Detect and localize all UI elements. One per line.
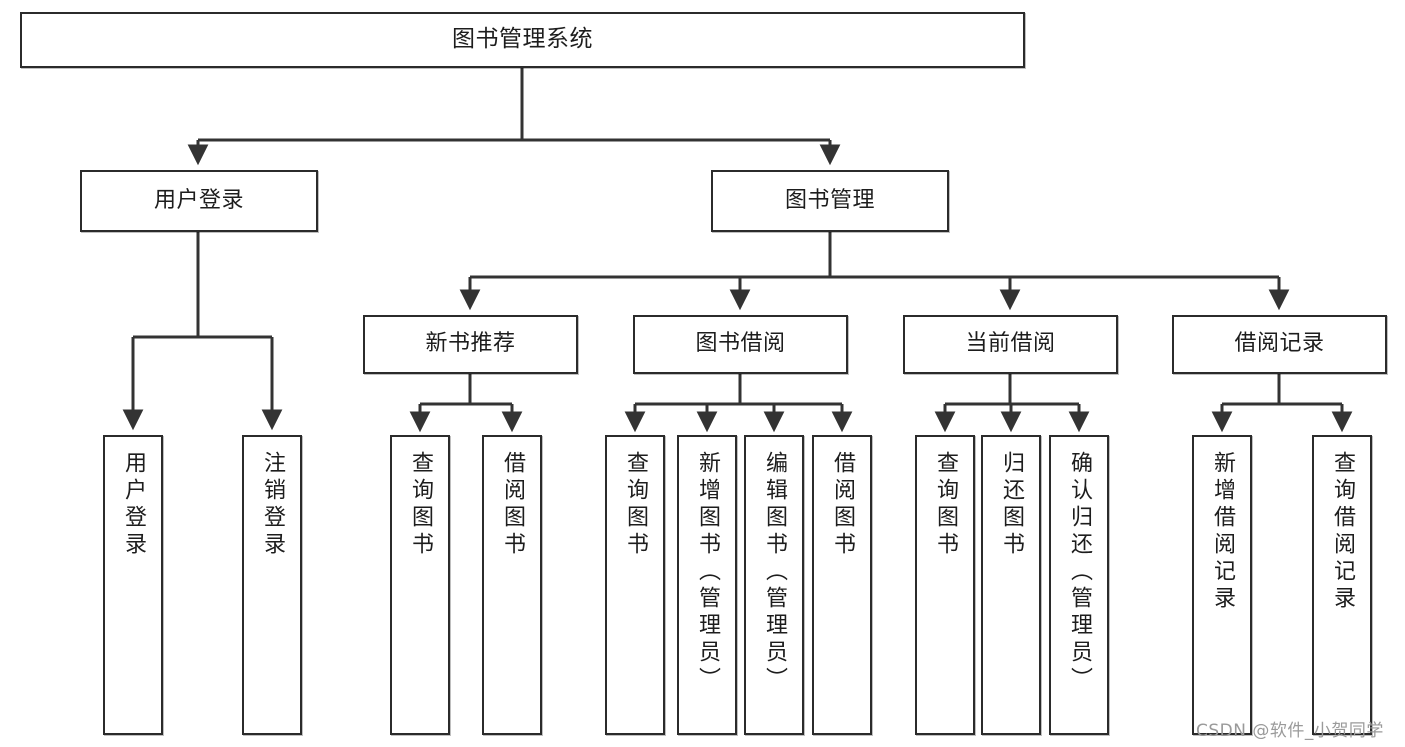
node-label: 图书管理	[784, 187, 875, 213]
node-borrow-record[interactable]: 借阅记录	[1172, 315, 1387, 374]
node-new-book-recommend[interactable]: 新书推荐	[363, 315, 578, 374]
node-current-borrow[interactable]: 当前借阅	[903, 315, 1118, 374]
watermark-text: CSDN @软件_小贺同学	[1196, 721, 1384, 741]
node-label: 注销登录	[260, 451, 285, 559]
leaf-new-book-borrow[interactable]: 借阅图书	[482, 435, 542, 735]
leaf-borrow-edit-book[interactable]: 编辑图书（管理员）	[744, 435, 804, 735]
node-label: 查询借阅记录	[1330, 451, 1355, 613]
node-book-borrow[interactable]: 图书借阅	[633, 315, 848, 374]
leaf-borrow-query-book[interactable]: 查询图书	[605, 435, 665, 735]
node-label: 确认归还（管理员）	[1067, 451, 1092, 694]
node-label: 用户登录	[153, 187, 244, 213]
node-label: 新增借阅记录	[1210, 451, 1235, 613]
leaf-new-book-query[interactable]: 查询图书	[390, 435, 450, 735]
node-label: 归还图书	[999, 451, 1024, 559]
node-root-system[interactable]: 图书管理系统	[20, 12, 1025, 68]
node-label: 图书管理系统	[452, 26, 593, 53]
node-label: 编辑图书（管理员）	[762, 451, 787, 694]
node-label: 当前借阅	[965, 331, 1056, 357]
leaf-current-confirm-return[interactable]: 确认归还（管理员）	[1049, 435, 1109, 735]
leaf-user-login-logout[interactable]: 注销登录	[242, 435, 302, 735]
node-label: 借阅图书	[500, 451, 525, 559]
leaf-current-return-book[interactable]: 归还图书	[981, 435, 1041, 735]
node-label: 图书借阅	[695, 331, 786, 357]
leaf-borrow-borrow-book[interactable]: 借阅图书	[812, 435, 872, 735]
node-label: 用户登录	[121, 451, 146, 559]
node-book-management[interactable]: 图书管理	[711, 170, 949, 232]
node-label: 新书推荐	[425, 331, 516, 357]
leaf-record-query[interactable]: 查询借阅记录	[1312, 435, 1372, 735]
leaf-borrow-add-book[interactable]: 新增图书（管理员）	[677, 435, 737, 735]
leaf-user-login-login[interactable]: 用户登录	[103, 435, 163, 735]
node-label: 借阅图书	[830, 451, 855, 559]
node-label: 新增图书（管理员）	[695, 451, 720, 694]
leaf-record-add[interactable]: 新增借阅记录	[1192, 435, 1252, 735]
node-user-login[interactable]: 用户登录	[80, 170, 318, 232]
node-label: 查询图书	[933, 451, 958, 559]
node-label: 借阅记录	[1234, 331, 1325, 357]
node-label: 查询图书	[408, 451, 433, 559]
leaf-current-query-book[interactable]: 查询图书	[915, 435, 975, 735]
node-label: 查询图书	[623, 451, 648, 559]
